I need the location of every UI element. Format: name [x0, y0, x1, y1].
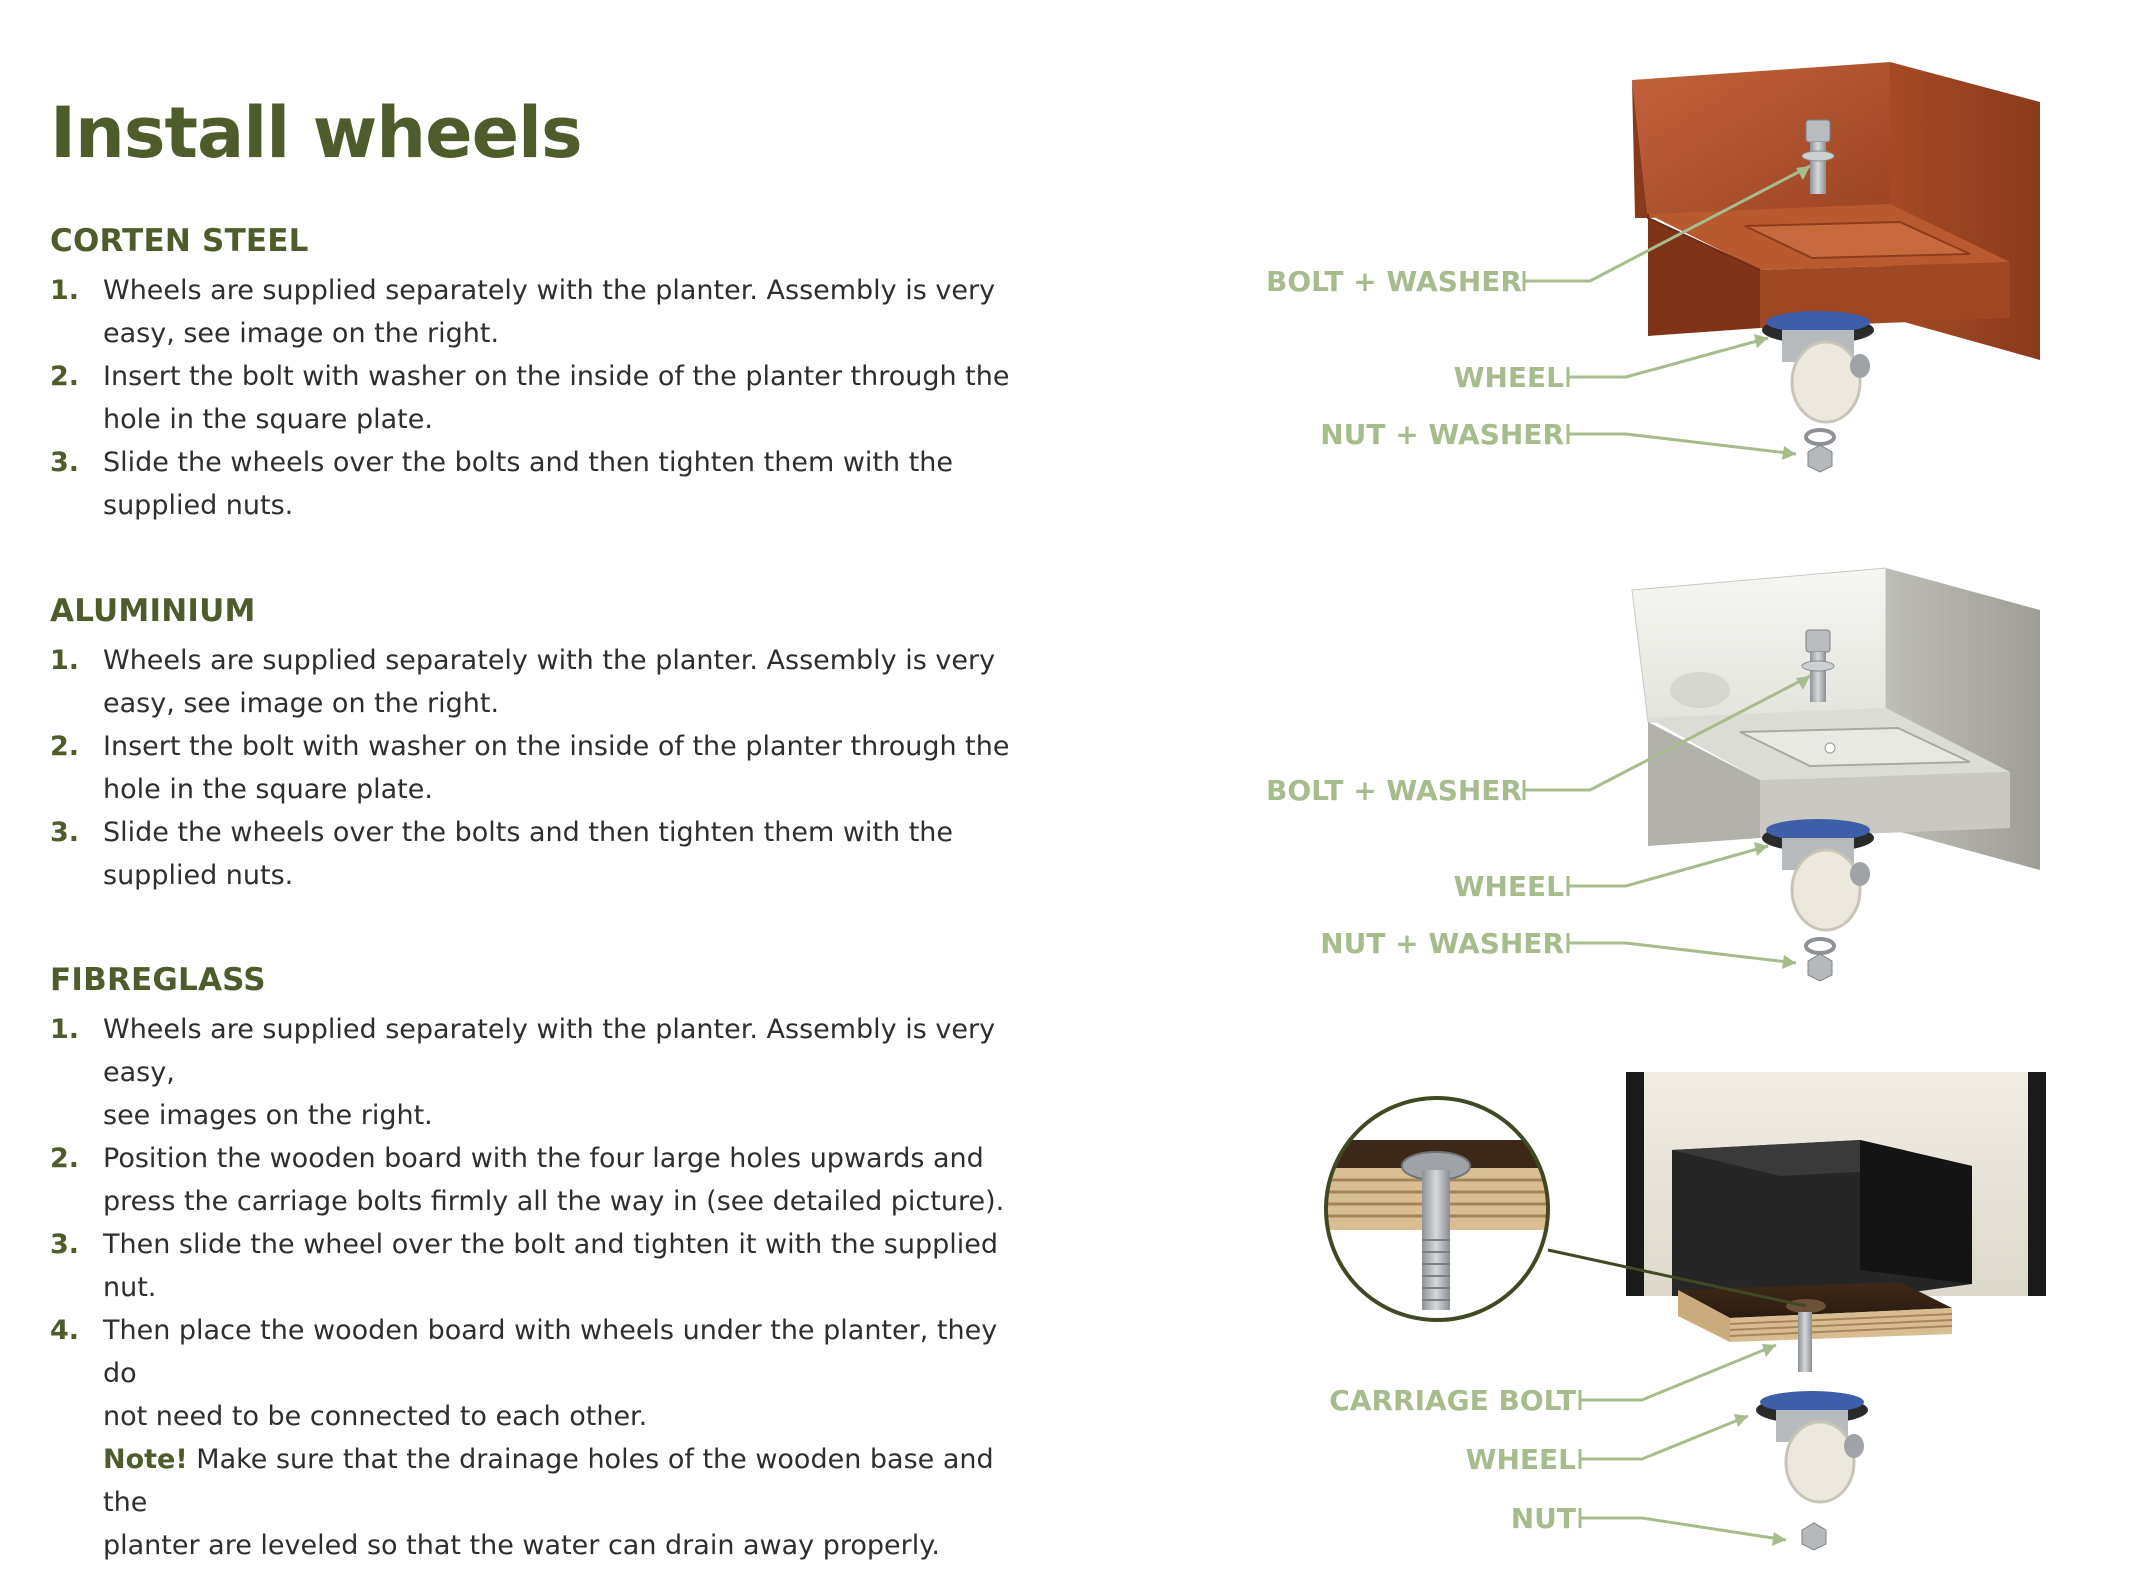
step-text-line: supplied nuts.	[103, 860, 294, 891]
callout-wheel: WHEEL	[1453, 870, 1564, 903]
step-number: 3.	[50, 1229, 80, 1260]
step-item: 4. Then place the wooden board with whee…	[50, 1309, 1010, 1438]
step-text-line: press the carriage bolts firmly all the …	[103, 1186, 1005, 1217]
step-text-line: Wheels are supplied separately with the …	[103, 645, 996, 676]
callout-arrowheads	[1734, 166, 1810, 1546]
step-item: 3. Then slide the wheel over the bolt an…	[50, 1223, 1010, 1309]
note-line: Note! Make sure that the drainage holes …	[103, 1438, 1010, 1524]
step-number: 1.	[50, 645, 80, 676]
step-text-line: Then slide the wheel over the bolt and t…	[103, 1229, 998, 1303]
step-number: 2.	[50, 361, 80, 392]
step-item: 2. Position the wooden board with the fo…	[50, 1137, 1010, 1223]
step-text-line: hole in the square plate.	[103, 774, 433, 805]
page-title: Install wheels	[50, 92, 583, 174]
step-number: 3.	[50, 447, 80, 478]
step-item: 3. Slide the wheels over the bolts and t…	[50, 441, 1010, 527]
callout-bolt-washer: BOLT + WASHER	[1266, 774, 1522, 807]
step-text-line: see images on the right.	[103, 1100, 433, 1131]
callout-carriage-bolt: CARRIAGE BOLT	[1329, 1384, 1576, 1417]
aluminium-bracket-image	[1631, 567, 2040, 982]
callout-nut-washer: NUT + WASHER	[1320, 927, 1564, 960]
step-text-line: Insert the bolt with washer on the insid…	[103, 361, 1010, 392]
fibreglass-planter-image	[1324, 1072, 2046, 1551]
step-text-line: Wheels are supplied separately with the …	[103, 1014, 996, 1088]
step-text-line: Wheels are supplied separately with the …	[103, 275, 996, 306]
section-fibreglass: FIBREGLASS 1. Wheels are supplied separa…	[50, 965, 1010, 1567]
section-heading: CORTEN STEEL	[50, 223, 309, 259]
corten-bracket-image	[1632, 62, 2040, 473]
step-text-line: easy, see image on the right.	[103, 688, 500, 719]
callout-bolt-washer: BOLT + WASHER	[1266, 265, 1522, 298]
step-item: 1. Wheels are supplied separately with t…	[50, 639, 1010, 725]
section-corten-steel: CORTEN STEEL 1. Wheels are supplied sepa…	[50, 226, 1010, 527]
note-line: planter are leveled so that the water ca…	[103, 1530, 940, 1561]
section-heading: ALUMINIUM	[50, 593, 256, 629]
step-number: 3.	[50, 817, 80, 848]
step-text-line: hole in the square plate.	[103, 404, 433, 435]
callout-nut-washer: NUT + WASHER	[1320, 418, 1564, 451]
detail-magnifier	[1326, 1098, 1548, 1320]
callout-leaders	[1522, 164, 1811, 1542]
note: Note! Make sure that the drainage holes …	[50, 1438, 1010, 1567]
step-number: 2.	[50, 731, 80, 762]
callout-wheel: WHEEL	[1453, 361, 1564, 394]
step-text-line: Then place the wooden board with wheels …	[103, 1315, 998, 1389]
step-text-line: Insert the bolt with washer on the insid…	[103, 731, 1010, 762]
step-item: 2. Insert the bolt with washer on the in…	[50, 355, 1010, 441]
step-item: 1. Wheels are supplied separately with t…	[50, 1008, 1010, 1137]
step-text-line: Position the wooden board with the four …	[103, 1143, 984, 1174]
step-number: 4.	[50, 1315, 80, 1346]
callout-wheel: WHEEL	[1465, 1443, 1576, 1476]
note-text: Make sure that the drainage holes of the…	[103, 1444, 994, 1518]
step-item: 2. Insert the bolt with washer on the in…	[50, 725, 1010, 811]
section-aluminium: ALUMINIUM 1. Wheels are supplied separat…	[50, 596, 1010, 897]
step-text-line: Slide the wheels over the bolts and then…	[103, 817, 953, 848]
step-number: 1.	[50, 1014, 80, 1045]
step-item: 1. Wheels are supplied separately with t…	[50, 269, 1010, 355]
step-text-line: easy, see image on the right.	[103, 318, 500, 349]
step-text-line: supplied nuts.	[103, 490, 294, 521]
step-number: 1.	[50, 275, 80, 306]
note-label: Note!	[103, 1444, 188, 1475]
step-number: 2.	[50, 1143, 80, 1174]
step-text-line: not need to be connected to each other.	[103, 1401, 648, 1432]
callout-nut: NUT	[1510, 1502, 1576, 1535]
section-heading: FIBREGLASS	[50, 962, 266, 998]
step-text-line: Slide the wheels over the bolts and then…	[103, 447, 953, 478]
step-item: 3. Slide the wheels over the bolts and t…	[50, 811, 1010, 897]
